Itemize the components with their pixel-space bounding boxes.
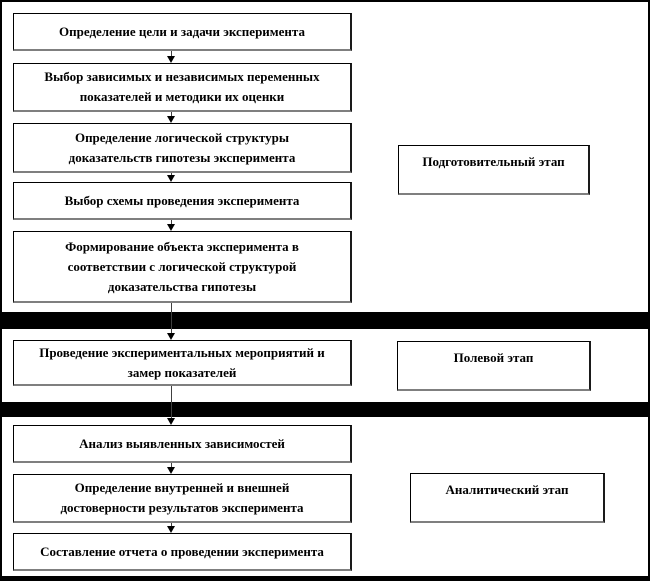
flow-step-conduct-experiment: Проведение экспериментальных мероприятий… (13, 340, 352, 386)
flow-step-text: Анализ выявленных зависимостей (79, 435, 285, 451)
down-arrow-connector-5 (167, 303, 176, 340)
arrow-head-icon (167, 467, 175, 474)
stage-label-text: Полевой этап (453, 350, 534, 365)
down-arrow-connector-8 (167, 523, 176, 533)
stage-label-preparatory: Подготовительный этап (398, 145, 590, 195)
flow-step-analyze-dependencies: Анализ выявленных зависимостей (13, 425, 352, 463)
flow-step-define-goals: Определение цели и задачи эксперимента (13, 13, 352, 51)
down-arrow-connector-7 (167, 463, 176, 474)
stage-label-text: Подготовительный этап (422, 154, 565, 169)
flow-step-form-object: Формирование объекта эксперимента в соот… (13, 231, 352, 303)
arrow-line (171, 463, 172, 469)
arrow-head-icon (167, 56, 175, 63)
down-arrow-connector-4 (167, 220, 176, 231)
arrow-head-icon (167, 333, 175, 340)
flow-step-text: Выбор зависимых и независимых переменных… (44, 69, 320, 104)
stage-label-text: Аналитический этап (445, 482, 569, 497)
arrow-line (171, 523, 172, 528)
arrow-line (171, 220, 172, 226)
flow-step-choose-variables: Выбор зависимых и независимых переменных… (13, 63, 352, 112)
arrow-head-icon (167, 526, 175, 533)
arrow-line (171, 112, 172, 118)
flow-step-logical-structure: Определение логической структуры доказат… (13, 123, 352, 173)
arrow-line (171, 303, 172, 335)
down-arrow-connector-6 (167, 386, 176, 425)
stage-divider-bar-1 (2, 312, 648, 329)
flow-step-text: Определение цели и задачи эксперимента (59, 23, 305, 39)
flow-step-choose-scheme: Выбор схемы проведения эксперимента (13, 182, 352, 220)
arrow-head-icon (167, 418, 175, 425)
flow-step-text: Проведение экспериментальных мероприятий… (39, 344, 325, 380)
stage-divider-bar-2 (2, 402, 648, 417)
down-arrow-connector-3 (167, 173, 176, 182)
stage-label-analytical: Аналитический этап (410, 473, 605, 523)
flow-step-text: Определение логической структуры доказат… (68, 129, 296, 165)
flow-step-text: Определение внутренней и внешней достове… (60, 480, 304, 515)
stage-label-field: Полевой этап (397, 341, 591, 391)
down-arrow-connector-2 (167, 112, 176, 123)
arrow-head-icon (167, 116, 175, 123)
flow-step-text: Формирование объекта эксперимента в соот… (65, 238, 299, 294)
arrow-head-icon (167, 175, 175, 182)
flow-step-compile-report: Составление отчета о проведении эксперим… (13, 533, 352, 571)
arrow-head-icon (167, 224, 175, 231)
flow-step-text: Выбор схемы проведения эксперимента (64, 192, 300, 208)
arrow-line (171, 386, 172, 420)
flow-step-text: Составление отчета о проведении эксперим… (40, 543, 324, 559)
arrow-line (171, 51, 172, 58)
flow-step-determine-validity: Определение внутренней и внешней достове… (13, 474, 352, 523)
down-arrow-connector-1 (167, 51, 176, 63)
